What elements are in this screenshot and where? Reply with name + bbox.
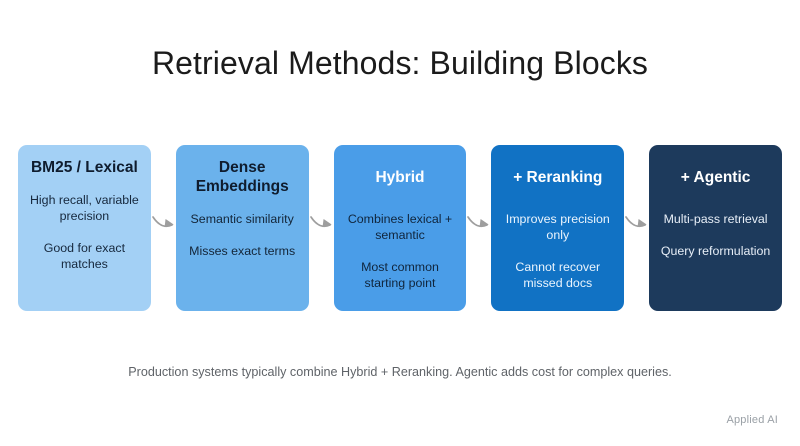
card-line: Combines lexical + semantic (347, 211, 453, 243)
curved-arrow-right-icon (151, 216, 174, 228)
card-title-bm25-lexical: BM25 / Lexical (30, 159, 138, 176)
card-line: Cannot recover missed docs (515, 260, 601, 291)
page-title: Retrieval Methods: Building Blocks (151, 45, 649, 81)
curved-arrow-right-icon (309, 216, 331, 228)
card-line: Most common starting point (361, 260, 439, 291)
card-line: Query reformulation (660, 244, 771, 259)
card-line: Good for exact matches (43, 241, 126, 272)
card-title-hybrid: Hybrid (375, 169, 425, 186)
card-title-reranking: + Reranking (513, 169, 603, 186)
connector-arrow-4 (624, 145, 649, 311)
card-title-dense-embeddings: Dense Embeddings (195, 159, 289, 195)
curved-arrow-right-icon (625, 216, 647, 228)
card-line: Improves precision only (505, 211, 610, 243)
connector-arrow-2 (309, 145, 334, 311)
attribution-label: Applied AI (726, 414, 778, 426)
card-title-agentic: + Agentic (680, 169, 751, 186)
card-line: Semantic similarity (190, 211, 294, 226)
curved-arrow-right-icon (467, 216, 489, 228)
slide-caption: Production systems typically combine Hyb… (128, 365, 672, 379)
connector-arrow-3 (466, 145, 491, 311)
connector-arrow-1 (151, 145, 176, 311)
card-line: Misses exact terms (189, 243, 296, 258)
card-line: Multi-pass retrieval (663, 211, 768, 226)
card-line: High recall, variable precision (29, 192, 139, 224)
